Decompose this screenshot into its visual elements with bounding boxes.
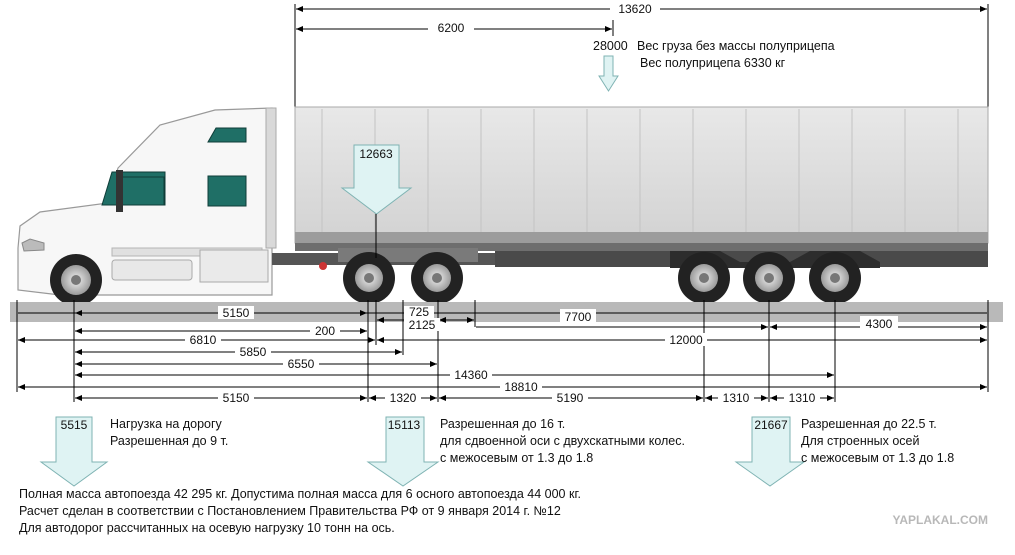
tandem-axle-load-value: 15113 <box>388 418 421 432</box>
dim-1320: 1320 <box>390 391 417 405</box>
dim-5150-top: 5150 <box>223 306 250 320</box>
dim-1310-a: 1310 <box>723 391 750 405</box>
triple-axle-load-value: 21667 <box>754 418 788 432</box>
triple-axle-line3: с межосевым от 1.3 до 1.8 <box>801 451 954 465</box>
dim-label-kingpin-distance: 6200 <box>438 21 465 35</box>
dim-5850: 5850 <box>240 345 267 359</box>
sleeper-window <box>207 175 247 207</box>
dim-2125: 2125 <box>409 318 436 332</box>
cargo-weight-value: 28000 <box>593 39 628 53</box>
tandem-axle-line1: Разрешенная до 16 т. <box>440 417 565 431</box>
wheels <box>50 252 861 306</box>
dim-7700: 7700 <box>565 310 592 324</box>
top-dimensions: 13620 6200 28000 Вес груза без массы пол… <box>294 1 989 107</box>
footer-line3: Для автодорог рассчитанных на осевую наг… <box>19 521 395 535</box>
dim-5150-bottom: 5150 <box>223 391 250 405</box>
dim-14360: 14360 <box>454 368 488 382</box>
watermark: YAPLAKAL.COM <box>892 513 988 527</box>
front-axle-line2: Разрешенная до 9 т. <box>110 434 228 448</box>
tandem-axle-line2: для сдвоенной оси с двухскатными колес. <box>440 434 685 448</box>
dim-200: 200 <box>315 324 335 338</box>
tandem-wheel-1 <box>343 252 395 304</box>
trailer-wheel-2 <box>743 252 795 304</box>
dim-4300: 4300 <box>866 317 893 331</box>
dim-725: 725 <box>409 305 429 319</box>
kingpin-load: 12663 <box>340 144 413 258</box>
front-axle-line1: Нагрузка на дорогу <box>110 417 223 431</box>
dim-18810: 18810 <box>504 380 538 394</box>
roof-window <box>207 127 247 143</box>
dim-6550: 6550 <box>288 357 315 371</box>
front-wheel <box>50 254 102 306</box>
tandem-axle-line3: с межосевым от 1.3 до 1.8 <box>440 451 593 465</box>
tandem-wheel-2 <box>411 252 463 304</box>
trailer-wheel-1 <box>678 252 730 304</box>
front-axle-load-arrow-icon <box>39 416 109 487</box>
dim-1310-b: 1310 <box>789 391 816 405</box>
bottom-dimension-labels: 5150 725 7700 4300 200 2125 6810 12000 5… <box>185 305 898 405</box>
cargo-load-arrow-icon <box>598 55 619 92</box>
triple-axle-load: 21667 Разрешенная до 22.5 т. Для строенн… <box>734 416 954 487</box>
dim-6810: 6810 <box>190 333 217 347</box>
tandem-axle-load: 15113 Разрешенная до 16 т. для сдвоенной… <box>366 416 685 487</box>
dim-label-overall-length: 13620 <box>618 2 652 16</box>
dim-12000: 12000 <box>669 333 703 347</box>
dim-5190: 5190 <box>557 391 584 405</box>
footer-notes: Полная масса автопоезда 42 295 кг. Допус… <box>19 487 581 535</box>
front-axle-load-value: 5515 <box>61 418 88 432</box>
trailer-wheel-3 <box>809 252 861 304</box>
cargo-weight-label: Вес груза без массы полуприцепа <box>637 39 835 53</box>
road-surface <box>10 302 1003 322</box>
kingpin-load-arrow-icon <box>340 144 413 215</box>
triple-axle-line1: Разрешенная до 22.5 т. <box>801 417 937 431</box>
footer-line2: Расчет сделан в соответствии с Постановл… <box>19 504 561 518</box>
triple-axle-load-arrow-icon <box>734 416 806 487</box>
kingpin-load-value: 12663 <box>359 147 393 161</box>
front-axle-load: 5515 Нагрузка на дорогу Разрешенная до 9… <box>39 416 228 487</box>
door-window <box>121 176 165 206</box>
trailer-weight-label: Вес полуприцепа 6330 кг <box>640 56 786 70</box>
footer-line1: Полная масса автопоезда 42 295 кг. Допус… <box>19 487 581 501</box>
tandem-axle-load-arrow-icon <box>366 416 440 487</box>
triple-axle-line2: Для строенных осей <box>801 434 919 448</box>
